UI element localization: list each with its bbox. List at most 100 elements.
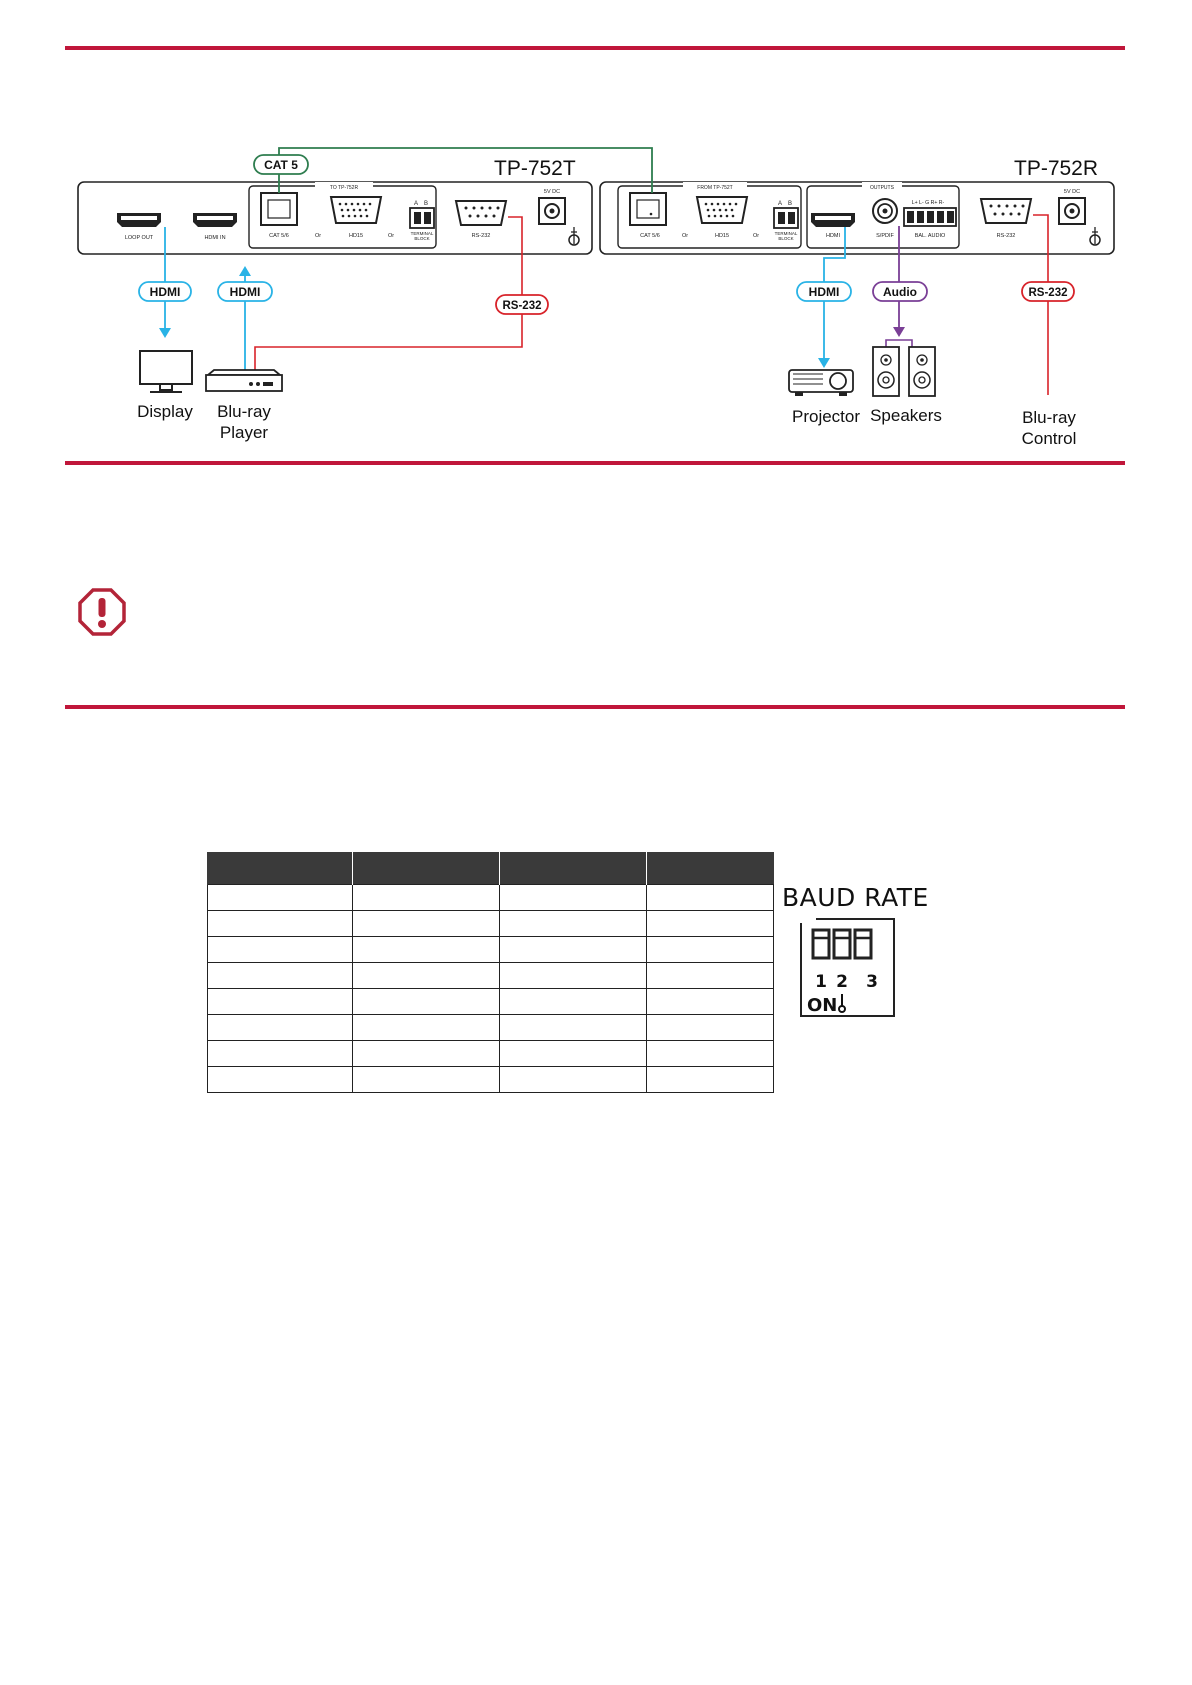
table-row (207, 988, 774, 1015)
spdif-label: S/PDIF (876, 233, 894, 239)
bluray-label-line-1: Blu-ray (217, 402, 271, 421)
dip-switch-1[interactable] (811, 928, 831, 960)
table-row (207, 936, 774, 963)
baud-rate-dip-switch: 1 2 3 ON (800, 918, 895, 1017)
dip-number-1: 1 (815, 972, 827, 992)
table-row (207, 1040, 774, 1067)
rs232-rx-cable (1033, 214, 1049, 395)
rx-hd15-label: HD15 (715, 233, 729, 239)
bluray-player-icon (205, 369, 283, 392)
tx-tb-b: B (424, 201, 428, 207)
table-row (207, 1014, 774, 1041)
hdmi-bluray-label: HDMI (230, 285, 261, 299)
rule-below-diagram (65, 461, 1125, 465)
control-label-line-1: Blu-ray (1022, 408, 1076, 427)
rx-or-2: Or (753, 233, 759, 239)
table-row (207, 962, 774, 989)
spdif-jack-icon (872, 198, 898, 224)
tx-rj45-port-icon (260, 192, 298, 226)
hdmi-bluray-tag (217, 281, 273, 302)
loop-out-port-icon (117, 213, 161, 227)
rs232-tx-tag (495, 294, 549, 315)
bluray-label-line-2: Player (220, 423, 269, 442)
from-tp-752t-label: FROM TP-752T (697, 185, 732, 191)
header-cell (352, 852, 500, 885)
rx-hd15-port-icon (695, 196, 749, 224)
dip-on-arrow-icon (838, 994, 846, 1013)
rx-hdmi-out-port-icon (811, 213, 855, 227)
tx-cat-label: CAT 5/6 (269, 233, 289, 239)
dip-switch-2[interactable] (832, 928, 852, 960)
cat5-cable-tag (253, 154, 309, 175)
control-label-line-2: Control (1022, 429, 1077, 448)
rs232-tx-cable (254, 216, 523, 375)
rs232-tx-label: RS-232 (503, 300, 542, 312)
loop-out-label: LOOP OUT (125, 235, 154, 241)
tp-752t-model: TP-752T (494, 157, 576, 180)
rx-terminal-block-icon (773, 207, 799, 229)
tx-power-label: 5V DC (544, 189, 560, 195)
table-row (207, 884, 774, 911)
projector-label: Projector (792, 407, 860, 426)
hdmi-projector-label: HDMI (809, 285, 840, 299)
to-tp-752r-label: TO TP-752R (330, 185, 359, 191)
bal-audio-label: BAL. AUDIO (915, 233, 946, 239)
tp-752r-panel (599, 181, 1115, 255)
warning-icon (78, 588, 126, 636)
cat5-cable-label: CAT 5 (264, 158, 298, 172)
balanced-audio-terminal-icon (903, 207, 957, 227)
audio-tag (872, 281, 928, 302)
rs232-rx-label: RS-232 (1029, 287, 1068, 299)
hdmi-display-tag (138, 281, 192, 302)
tx-rs232-port-icon (454, 200, 508, 226)
tx-hd15-label: HD15 (349, 233, 363, 239)
tx-or-1: Or (315, 233, 321, 239)
projector-icon (788, 369, 854, 396)
header-cell (499, 852, 647, 885)
dip-switch-3[interactable] (853, 928, 873, 960)
note-link[interactable] (185, 656, 351, 672)
hdmi-projector-tag (796, 281, 852, 302)
hdmi-in-label: HDMI IN (204, 235, 225, 241)
rx-rs232-port-icon (979, 198, 1033, 224)
rx-ground-icon (1089, 227, 1101, 246)
baud-rate-table (207, 852, 774, 1093)
tx-block-label: BLOCK (414, 236, 429, 241)
hdmi-bluray-arrow-icon (239, 266, 251, 276)
rx-or-1: Or (682, 233, 688, 239)
table-row (207, 1066, 774, 1093)
dip-number-3: 3 (866, 972, 878, 992)
tp-752r-model: TP-752R (1014, 157, 1098, 180)
rx-tb-a: A (778, 201, 782, 207)
rs232-rx-tag (1021, 281, 1075, 302)
tx-ground-icon (568, 227, 580, 246)
rx-rj45-port-icon (629, 192, 667, 226)
hdmi-display-arrow-icon (159, 328, 171, 338)
tx-hd15-port-icon (329, 196, 383, 224)
outputs-label: OUTPUTS (870, 185, 895, 191)
tx-power-jack-icon (538, 197, 566, 225)
rx-rs232-label: RS-232 (997, 233, 1016, 239)
top-rule (65, 46, 1125, 50)
hdmi-projector-arrow-icon (818, 358, 830, 368)
speakers-icon (872, 346, 936, 397)
rx-tb-b: B (788, 201, 792, 207)
audio-pins-label: L+ L- G R+ R- (912, 200, 945, 206)
rx-block-label: BLOCK (778, 236, 793, 241)
rx-power-jack-icon (1058, 197, 1086, 225)
tx-terminal-block-icon (409, 207, 435, 229)
tx-or-2: Or (388, 233, 394, 239)
dip-on-label: ON (807, 995, 837, 1016)
hdmi-display-label: HDMI (150, 285, 181, 299)
display-label: Display (137, 402, 193, 421)
rx-power-label: 5V DC (1064, 189, 1080, 195)
speakers-label: Speakers (870, 406, 942, 425)
tx-terminal-label: TERMINAL (411, 231, 434, 236)
connection-diagram: TP-752T TO TP-752R LOOP OUT HDMI IN CAT … (77, 147, 1115, 448)
rx-hdmi-label: HDMI (826, 233, 841, 239)
table-row (207, 910, 774, 937)
audio-label: Audio (883, 285, 917, 299)
display-icon (139, 350, 193, 393)
header-cell (646, 852, 774, 885)
hdmi-projector-cable (823, 227, 846, 360)
